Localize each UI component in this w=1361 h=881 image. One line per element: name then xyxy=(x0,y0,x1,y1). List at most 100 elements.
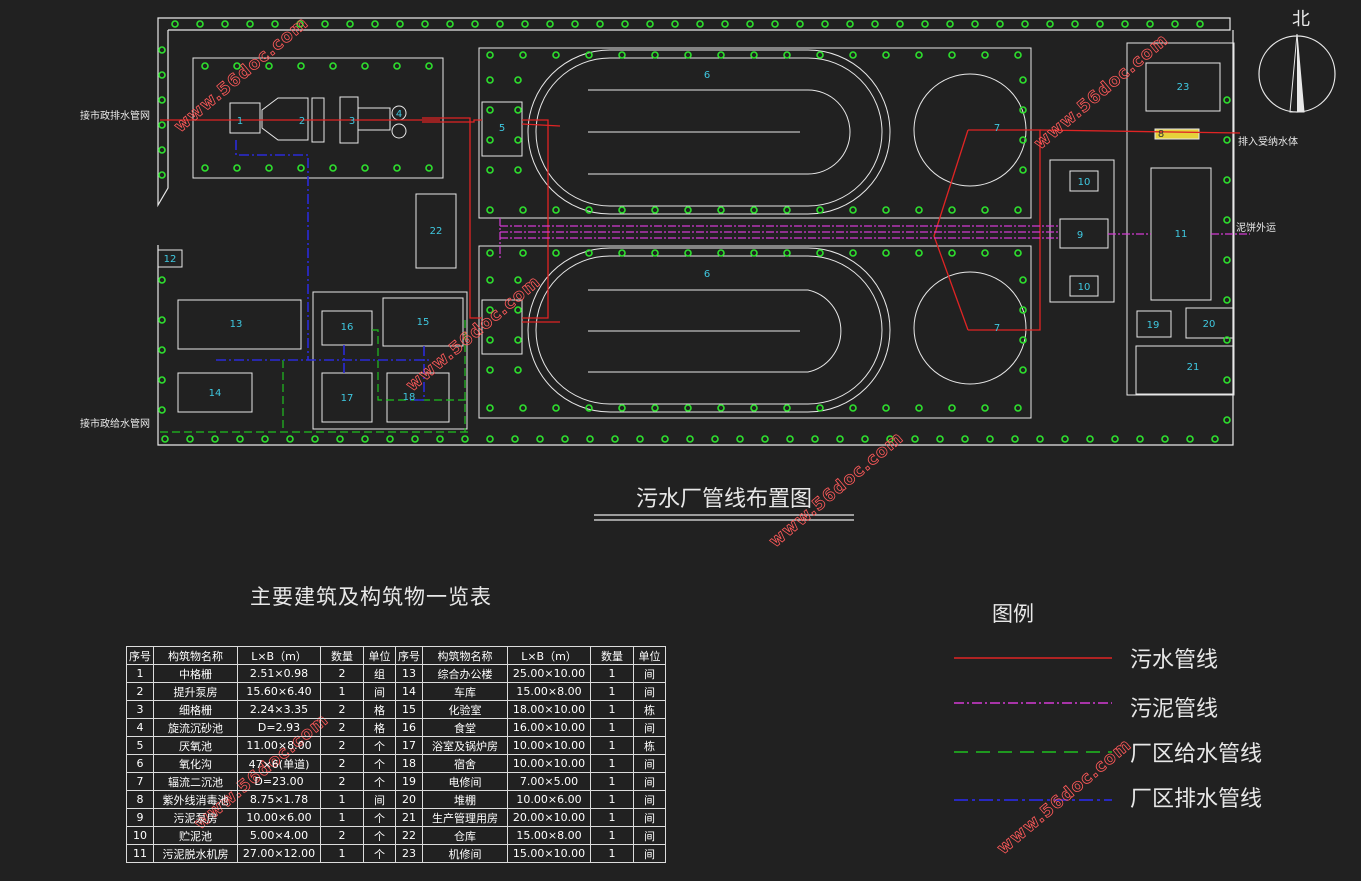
table-cell: D=23.00 xyxy=(237,772,321,791)
table-cell: 9 xyxy=(126,808,154,827)
tree-marker xyxy=(521,20,529,28)
lift-pump-house xyxy=(261,97,309,141)
tree-marker xyxy=(1019,76,1027,84)
anaerobic-tank-2 xyxy=(481,299,523,355)
tree-marker xyxy=(915,249,923,257)
table-cell: 27.00×12.00 xyxy=(237,844,321,863)
tree-marker xyxy=(1223,256,1231,264)
tree-marker xyxy=(425,164,433,172)
tree-marker xyxy=(201,62,209,70)
north-label: 北 xyxy=(1292,9,1310,30)
tree-marker xyxy=(486,206,494,214)
header-cell: L×B（m） xyxy=(237,646,321,665)
tree-marker xyxy=(519,206,527,214)
tree-marker xyxy=(486,136,494,144)
drawing-title: 污水厂管线布置图 xyxy=(636,487,812,512)
unit-label-16: 16 xyxy=(341,322,354,333)
tree-marker xyxy=(585,404,593,412)
tree-marker xyxy=(717,206,725,214)
table-cell: 1 xyxy=(590,826,634,845)
sludge-pump-house xyxy=(1059,218,1109,249)
tree-marker xyxy=(816,51,824,59)
anaerobic-tank-1 xyxy=(481,101,523,157)
table-cell: 个 xyxy=(363,736,396,755)
tree-marker xyxy=(1011,435,1019,443)
tree-marker xyxy=(1136,435,1144,443)
header-cell: 单位 xyxy=(363,646,396,665)
tree-marker xyxy=(514,166,522,174)
tree-marker xyxy=(746,20,754,28)
unit-label-17: 17 xyxy=(341,393,354,404)
tree-marker xyxy=(971,20,979,28)
tree-marker xyxy=(986,435,994,443)
tree-marker xyxy=(486,276,494,284)
tree-marker xyxy=(981,51,989,59)
table-cell: 宿舍 xyxy=(422,754,508,773)
inlet-sewer-label: 接市政排水管网 xyxy=(80,109,150,122)
tree-marker xyxy=(1146,20,1154,28)
table-cell: 6 xyxy=(126,754,154,773)
tree-marker xyxy=(421,20,429,28)
table-cell: 污泥泵房 xyxy=(153,808,238,827)
table-cell: 19 xyxy=(395,772,423,791)
table-cell: 间 xyxy=(633,754,666,773)
tree-marker xyxy=(425,62,433,70)
table-cell: 10.00×10.00 xyxy=(507,736,591,755)
table-cell: 15.00×10.00 xyxy=(507,844,591,863)
table-cell: 1 xyxy=(590,700,634,719)
tree-marker xyxy=(651,206,659,214)
tree-marker xyxy=(684,51,692,59)
table-cell: 格 xyxy=(363,718,396,737)
table-cell: 1 xyxy=(320,682,364,701)
tree-marker xyxy=(393,164,401,172)
tree-marker xyxy=(618,206,626,214)
site-boundary-lower xyxy=(157,30,1234,446)
unit-label-2: 2 xyxy=(299,116,305,127)
tree-marker xyxy=(336,435,344,443)
table-cell: 14 xyxy=(395,682,423,701)
tree-marker xyxy=(981,249,989,257)
fine-screen-channel xyxy=(357,107,391,131)
table-cell: 11.00×8.00 xyxy=(237,736,321,755)
table-cell: 1 xyxy=(590,808,634,827)
table-cell: 21 xyxy=(395,808,423,827)
bath-boiler xyxy=(321,372,373,423)
table-cell: 化验室 xyxy=(422,700,508,719)
tree-marker xyxy=(552,249,560,257)
tree-marker xyxy=(536,435,544,443)
watermark-4: www.56doc.com xyxy=(1030,30,1172,154)
table-cell: 间 xyxy=(633,826,666,845)
tree-marker xyxy=(1019,106,1027,114)
table-cell: 16 xyxy=(395,718,423,737)
tree-marker xyxy=(1019,336,1027,344)
tree-marker xyxy=(1223,96,1231,104)
tree-marker xyxy=(1223,176,1231,184)
legend-title: 图例 xyxy=(992,602,1034,626)
tree-marker xyxy=(921,20,929,28)
legend-sewage-label: 污水管线 xyxy=(1130,648,1218,673)
drainage-pipes xyxy=(216,140,430,401)
tree-marker xyxy=(948,249,956,257)
tree-marker xyxy=(585,249,593,257)
table-cell: 贮泥池 xyxy=(153,826,238,845)
north-arrow: 北 xyxy=(1258,9,1336,113)
table-cell: 间 xyxy=(633,808,666,827)
tree-marker xyxy=(361,164,369,172)
tree-marker xyxy=(201,164,209,172)
unit-label-6b: 6 xyxy=(704,269,710,280)
unit-label-20: 20 xyxy=(1203,319,1216,330)
tree-marker xyxy=(651,249,659,257)
table-header-row: 序号 构筑物名称 L×B（m） 数量 单位 序号 构筑物名称 L×B（m） 数量… xyxy=(126,646,666,665)
tree-marker xyxy=(571,20,579,28)
tree-marker xyxy=(686,435,694,443)
tree-marker xyxy=(1019,306,1027,314)
tree-marker xyxy=(1036,435,1044,443)
tree-marker xyxy=(514,366,522,374)
tree-marker xyxy=(346,20,354,28)
unit-label-5: 5 xyxy=(499,123,505,134)
table-cell: 18 xyxy=(395,754,423,773)
